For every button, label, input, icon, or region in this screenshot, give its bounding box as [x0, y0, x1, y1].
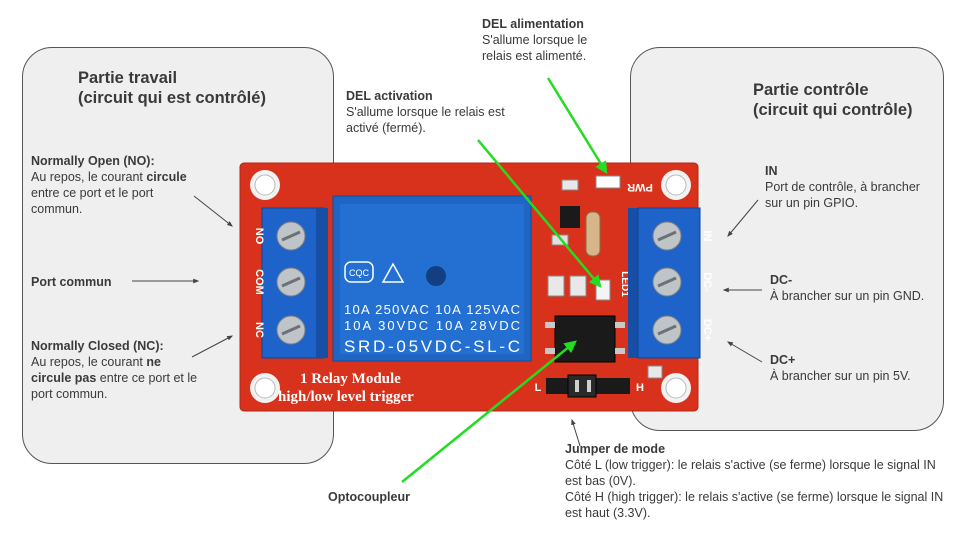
- work-terminal-block: [261, 207, 328, 359]
- no-text-a: Au repos, le courant: [31, 170, 147, 184]
- in-title: IN: [765, 164, 778, 178]
- arrow-jumper: [571, 418, 581, 447]
- label-led1: LED1: [619, 271, 630, 297]
- jumper-title: Jumper de mode: [565, 442, 666, 456]
- arrow-del-activation: [477, 139, 602, 288]
- del-activation-title: DEL activation: [346, 89, 433, 103]
- control-title-line2: (circuit qui contrôle): [753, 101, 913, 119]
- in-description: IN Port de contrôle, à brancher sur un p…: [765, 163, 930, 211]
- arrow-optocoupleur: [401, 340, 577, 483]
- optocoupleur-label: Optocoupleur: [328, 490, 410, 504]
- dc-plus-text: À brancher sur un pin 5V.: [770, 369, 911, 383]
- label-l: L: [535, 382, 542, 394]
- no-text-b: circule: [146, 170, 187, 184]
- mounting-holes: [250, 170, 691, 403]
- nc-text-b: ne circule pas: [31, 355, 161, 385]
- arrow-in: [727, 199, 759, 237]
- nc-text-a: Au repos, le courant: [31, 355, 147, 369]
- no-description: Normally Open (NO): Au repos, le courant…: [31, 153, 201, 217]
- dc-minus-description: DC- À brancher sur un pin GND.: [770, 272, 940, 304]
- control-title-line1: Partie contrôle: [753, 81, 869, 99]
- label-dc-plus: DC+: [701, 319, 713, 341]
- relay-spec-line2: 10A 30VDC 10A 28VDC: [344, 318, 520, 333]
- work-panel-title: Partie travail (circuit qui est contrôlé…: [78, 68, 266, 108]
- label-dc-minus: DC-: [701, 272, 713, 292]
- del-activation-callout: DEL activation S'allume lorsque le relai…: [346, 88, 506, 136]
- work-title-line1: Partie travail: [78, 69, 178, 87]
- nc-description: Normally Closed (NC): Au repos, le coura…: [31, 338, 201, 402]
- label-com: COM: [253, 269, 265, 295]
- label-h: H: [636, 382, 644, 394]
- no-title: Normally Open (NO):: [31, 154, 155, 168]
- jumper-low-text: Côté L (low trigger): le relais s'active…: [565, 458, 936, 488]
- dc-plus-title: DC+: [770, 353, 796, 367]
- arrow-no: [193, 195, 233, 227]
- module-subtitle: high/low level trigger: [278, 389, 414, 405]
- relay: [332, 195, 532, 362]
- arrow-dc-plus: [726, 341, 763, 363]
- com-title: Port commun: [31, 275, 112, 289]
- nc-text-c: entre ce port et le port commun.: [31, 371, 198, 401]
- cqc-logo: CQC: [349, 268, 370, 278]
- label-no: NO: [253, 228, 265, 245]
- control-panel-title: Partie contrôle (circuit qui contrôle): [753, 80, 913, 120]
- smd-components: [547, 175, 663, 379]
- nc-title: Normally Closed (NC):: [31, 339, 164, 353]
- no-text-c: entre ce port et le port commun.: [31, 186, 154, 216]
- del-alimentation-callout: DEL alimentation S'allume lorsque le rel…: [482, 16, 612, 64]
- optocoupler: [545, 315, 625, 363]
- arrow-nc: [191, 335, 234, 358]
- jumper-callout: Jumper de mode Côté L (low trigger): le …: [565, 441, 950, 521]
- jumper-high-text: Côté H (high trigger): le relais s'activ…: [565, 490, 944, 520]
- label-nc: NC: [253, 322, 265, 338]
- dc-plus-description: DC+ À brancher sur un pin 5V.: [770, 352, 935, 384]
- relay-model: SRD-05VDC-SL-C: [344, 337, 520, 356]
- dc-minus-title: DC-: [770, 273, 793, 287]
- arrow-del-alimentation: [546, 77, 608, 175]
- relay-spec-line1: 10A 250VAC 10A 125VAC: [344, 302, 520, 317]
- in-text: Port de contrôle, à brancher sur un pin …: [765, 180, 920, 210]
- del-alimentation-text: S'allume lorsque le relais est alimenté.: [482, 33, 588, 63]
- label-in: IN: [701, 231, 713, 242]
- del-alimentation-title: DEL alimentation: [482, 17, 584, 31]
- module-title: 1 Relay Module: [300, 371, 401, 387]
- dc-minus-text: À brancher sur un pin GND.: [770, 289, 925, 303]
- work-title-line2: (circuit qui est contrôlé): [78, 89, 266, 107]
- control-terminal-block: [628, 207, 701, 359]
- label-pwr: PWR: [627, 181, 653, 193]
- del-activation-text: S'allume lorsque le relais est activé (f…: [346, 105, 505, 135]
- mode-jumper: [546, 374, 630, 398]
